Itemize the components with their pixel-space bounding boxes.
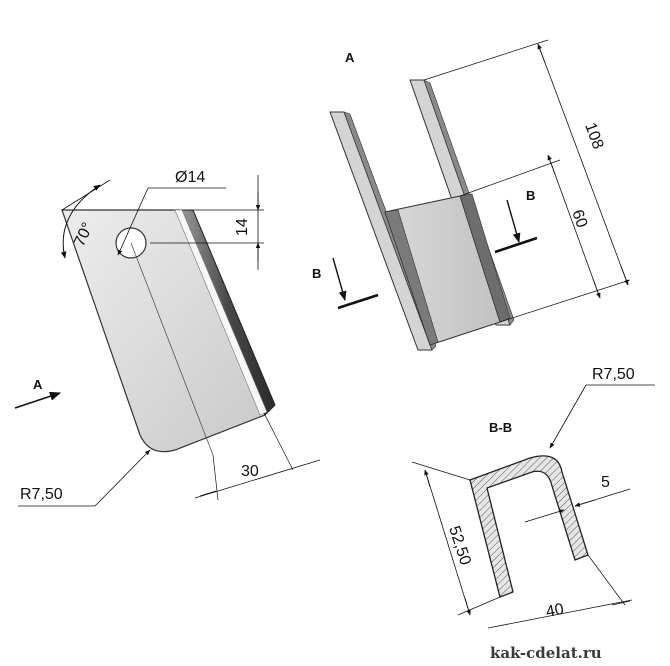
section-b-left-label: B <box>312 266 321 281</box>
watermark: kak-cdelat.ru <box>490 644 602 662</box>
plate-view: 70° Ø14 14 30 R7,50 A <box>14 169 321 507</box>
view-arrow-a-label: A <box>33 377 43 392</box>
section-width-label: 40 <box>545 601 566 621</box>
bracket-view-a: A 108 60 B B <box>312 39 631 351</box>
section-height-label: 52,50 <box>445 524 474 567</box>
plate-face <box>61 209 266 453</box>
section-thickness-label: 5 <box>601 474 610 491</box>
height-channel-label: 60 <box>568 208 590 231</box>
section-b-right-label: B <box>526 188 535 203</box>
view-a-label: A <box>345 50 355 65</box>
u-profile <box>469 455 589 598</box>
section-bb: B-B R7,50 5 52,50 40 <box>411 366 655 629</box>
hole-diameter-label: Ø14 <box>175 169 205 186</box>
plate-width-label: 30 <box>241 463 259 480</box>
height-total-label: 108 <box>581 121 606 152</box>
section-title: B-B <box>489 420 512 435</box>
hole-offset-label: 14 <box>234 218 251 236</box>
corner-radius-label: R7,50 <box>20 486 63 503</box>
section-radius-label: R7,50 <box>592 366 635 383</box>
plate-bevel <box>174 209 268 416</box>
center-line <box>130 242 214 456</box>
